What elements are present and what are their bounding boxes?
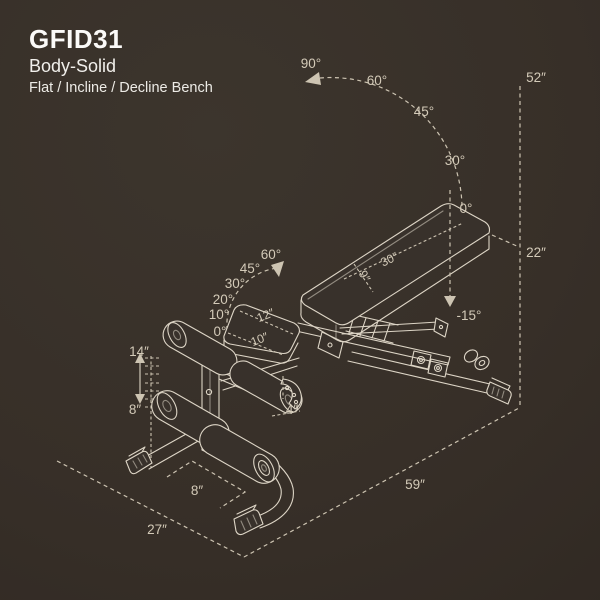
model-name: GFID31 (29, 24, 124, 54)
label-back-angle-90: 90° (301, 56, 321, 71)
product-name: Flat / Incline / Decline Bench (29, 80, 213, 97)
label-seat-angle-30: 30° (225, 276, 245, 291)
annotation-footprint-lines (56, 407, 520, 558)
label-back-angle-30: 30° (445, 153, 465, 168)
arrow-decline (444, 296, 456, 307)
rear-foot-cap (486, 377, 512, 405)
label-back-angle-45: 45° (414, 104, 434, 119)
roller-adjust-bracket (280, 378, 302, 410)
annotation-backrest-arc (305, 72, 463, 210)
label-dim-roller-min: 8″ (129, 402, 142, 417)
annotation-pad-measures (227, 222, 464, 356)
annotation-roller-height (135, 353, 161, 468)
label-seat-angle-60: 60° (261, 247, 281, 262)
label-dim-overall-width: 27″ (147, 522, 167, 537)
rear-base (347, 349, 512, 405)
label-dim-overall-height: 52″ (526, 70, 546, 85)
transport-wheels (463, 349, 490, 371)
bottom-rollers (151, 390, 280, 484)
label-back-angle-0: 0° (460, 201, 473, 216)
annotation-roller-adjust (271, 376, 301, 417)
label-seat-angle-10: 10° (209, 307, 229, 322)
backrest-support-arm (339, 317, 449, 338)
label-back-angle-60: 60° (367, 73, 387, 88)
label-back-angle-decline: -15° (457, 308, 482, 323)
label-seat-angle-0: 0° (214, 324, 227, 339)
label-seat-angle-45: 45° (240, 261, 260, 276)
arrow-down (135, 394, 145, 404)
arrow-seat-arc (271, 261, 284, 277)
label-dim-seatpad-width: 10″ (249, 329, 271, 349)
brand-name: Body-Solid (29, 56, 117, 77)
arrow-backrest-arc (305, 72, 321, 85)
annotation-seat-arc (226, 261, 284, 331)
front-base (125, 423, 294, 536)
label-dim-base-spacing: 8″ (191, 483, 204, 498)
label-dim-seatpad-length: 12″ (255, 305, 277, 325)
annotation-decline (444, 190, 456, 307)
annotation-height-line (491, 86, 521, 407)
label-dim-roller-max: 14″ (129, 344, 149, 359)
label-seat-angle-20: 20° (213, 292, 233, 307)
label-dim-overall-length: 59″ (405, 477, 425, 492)
arrow-up (135, 353, 145, 363)
front-foot-cap (233, 504, 264, 536)
label-dim-pad-height: 22″ (526, 245, 546, 260)
label-dim-roller-adjust: 4″ (286, 402, 299, 417)
backrest-pad (300, 203, 491, 343)
title-block: GFID31 Body-Solid Flat / Incline / Decli… (29, 24, 213, 97)
left-foot-cap (125, 446, 153, 475)
